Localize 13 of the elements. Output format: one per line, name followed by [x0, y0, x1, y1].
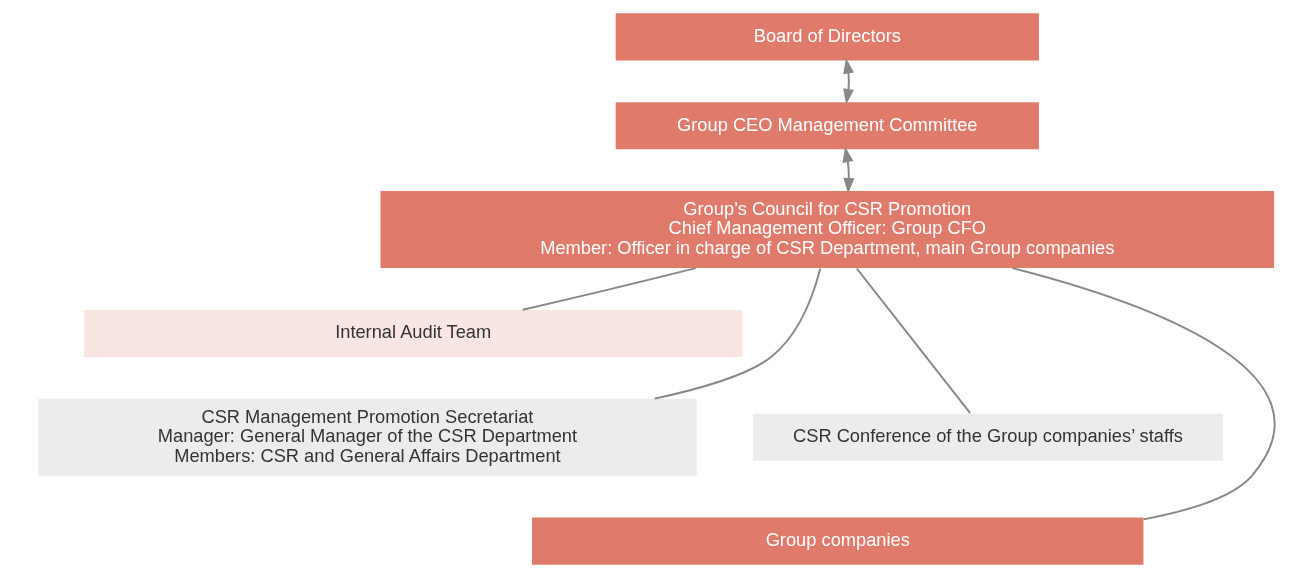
connector [1011, 267, 1276, 521]
arrow [842, 146, 855, 194]
node-box: Internal Audit Team [83, 309, 743, 357]
node-box: Group’s Council for CSR Promotion Chief Management Officer: Group CFO Member: Officer in charge of CSR Department, main Group companies [380, 191, 1275, 269]
node-box: Group CEO Management Committee [615, 102, 1039, 150]
node-box: CSR Management Promotion Secretariat Manager: General Manager of the CSR Department Members: CSR and General Affairs Department [38, 398, 697, 476]
node-box: Board of Directors [615, 13, 1039, 61]
node-box: CSR Conference of the Group companies’ staffs [752, 413, 1224, 461]
node-box: Group companies [532, 517, 1144, 565]
connector [855, 267, 972, 415]
connector [653, 267, 822, 400]
connector [521, 267, 697, 311]
arrow [843, 57, 854, 105]
